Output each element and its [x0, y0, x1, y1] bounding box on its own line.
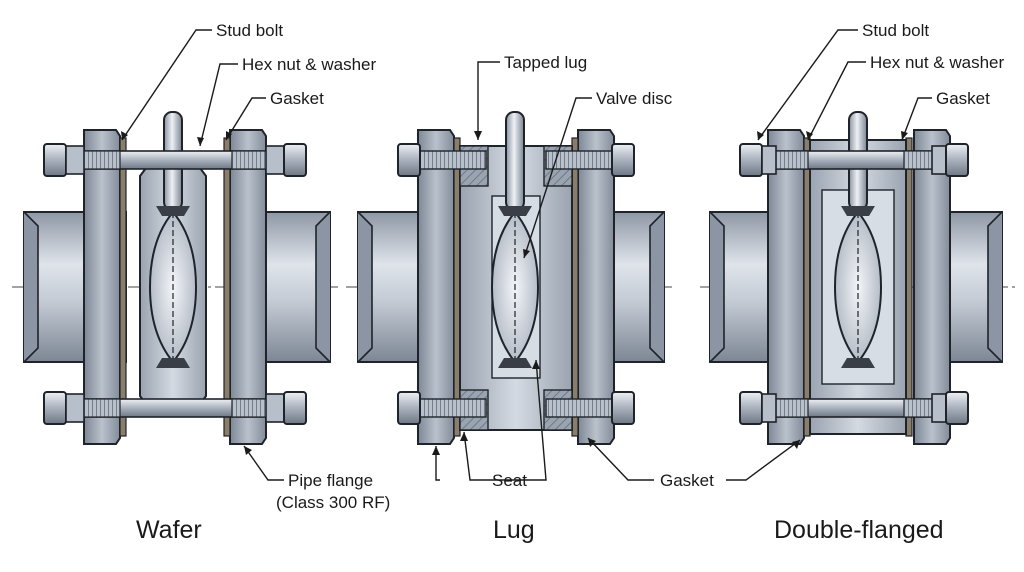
stud-bolt-bottom-right	[545, 391, 635, 425]
double-flanged-view	[700, 111, 1018, 445]
label-gasket-wafer: Gasket	[270, 89, 324, 108]
label-valve-disc: Valve disc	[596, 89, 673, 108]
label-gasket-bottom: Gasket	[660, 471, 714, 490]
pipe-flange-left	[417, 129, 455, 445]
valve-stem	[505, 111, 525, 211]
stud-bolt-top	[43, 143, 307, 177]
wafer-view	[12, 111, 338, 445]
label-hex-nut-washer-wafer: Hex nut & washer	[242, 55, 377, 74]
gasket-right	[223, 137, 231, 437]
gasket-left	[119, 137, 127, 437]
label-gasket-double: Gasket	[936, 89, 990, 108]
label-hex-nut-washer-double: Hex nut & washer	[870, 53, 1005, 72]
stud-bolt-bottom-left	[397, 391, 487, 425]
pipe-flange-right	[913, 129, 951, 445]
arrowheads	[121, 131, 908, 455]
stud-bolt-top-right	[545, 143, 635, 177]
leader-lines	[121, 29, 932, 481]
title-wafer: Wafer	[136, 516, 202, 544]
label-stud-bolt-double: Stud bolt	[862, 21, 929, 40]
pipe-flange-right	[577, 129, 615, 445]
label-stud-bolt-wafer: Stud bolt	[216, 21, 283, 40]
title-double-flanged: Double-flanged	[774, 516, 944, 544]
view-titles: Wafer Lug Double-flanged	[136, 516, 944, 544]
stud-bolt-top-left	[397, 143, 487, 177]
label-tapped-lug: Tapped lug	[504, 53, 587, 72]
stud-bolt-top	[739, 143, 969, 177]
stud-bolt-bottom	[43, 391, 307, 425]
pipe-flange-left	[83, 129, 121, 445]
pipe-flange-left	[767, 129, 805, 445]
pipe-flange-right	[229, 129, 267, 445]
label-pipe-flange-class: (Class 300 RF)	[276, 493, 390, 512]
label-pipe-flange: Pipe flange	[288, 471, 373, 490]
labels: Stud bolt Hex nut & washer Gasket Tapped…	[216, 21, 1005, 512]
label-seat: Seat	[492, 471, 527, 490]
stud-bolt-bottom	[739, 391, 969, 425]
lug-view	[346, 111, 672, 445]
title-lug: Lug	[493, 516, 535, 544]
